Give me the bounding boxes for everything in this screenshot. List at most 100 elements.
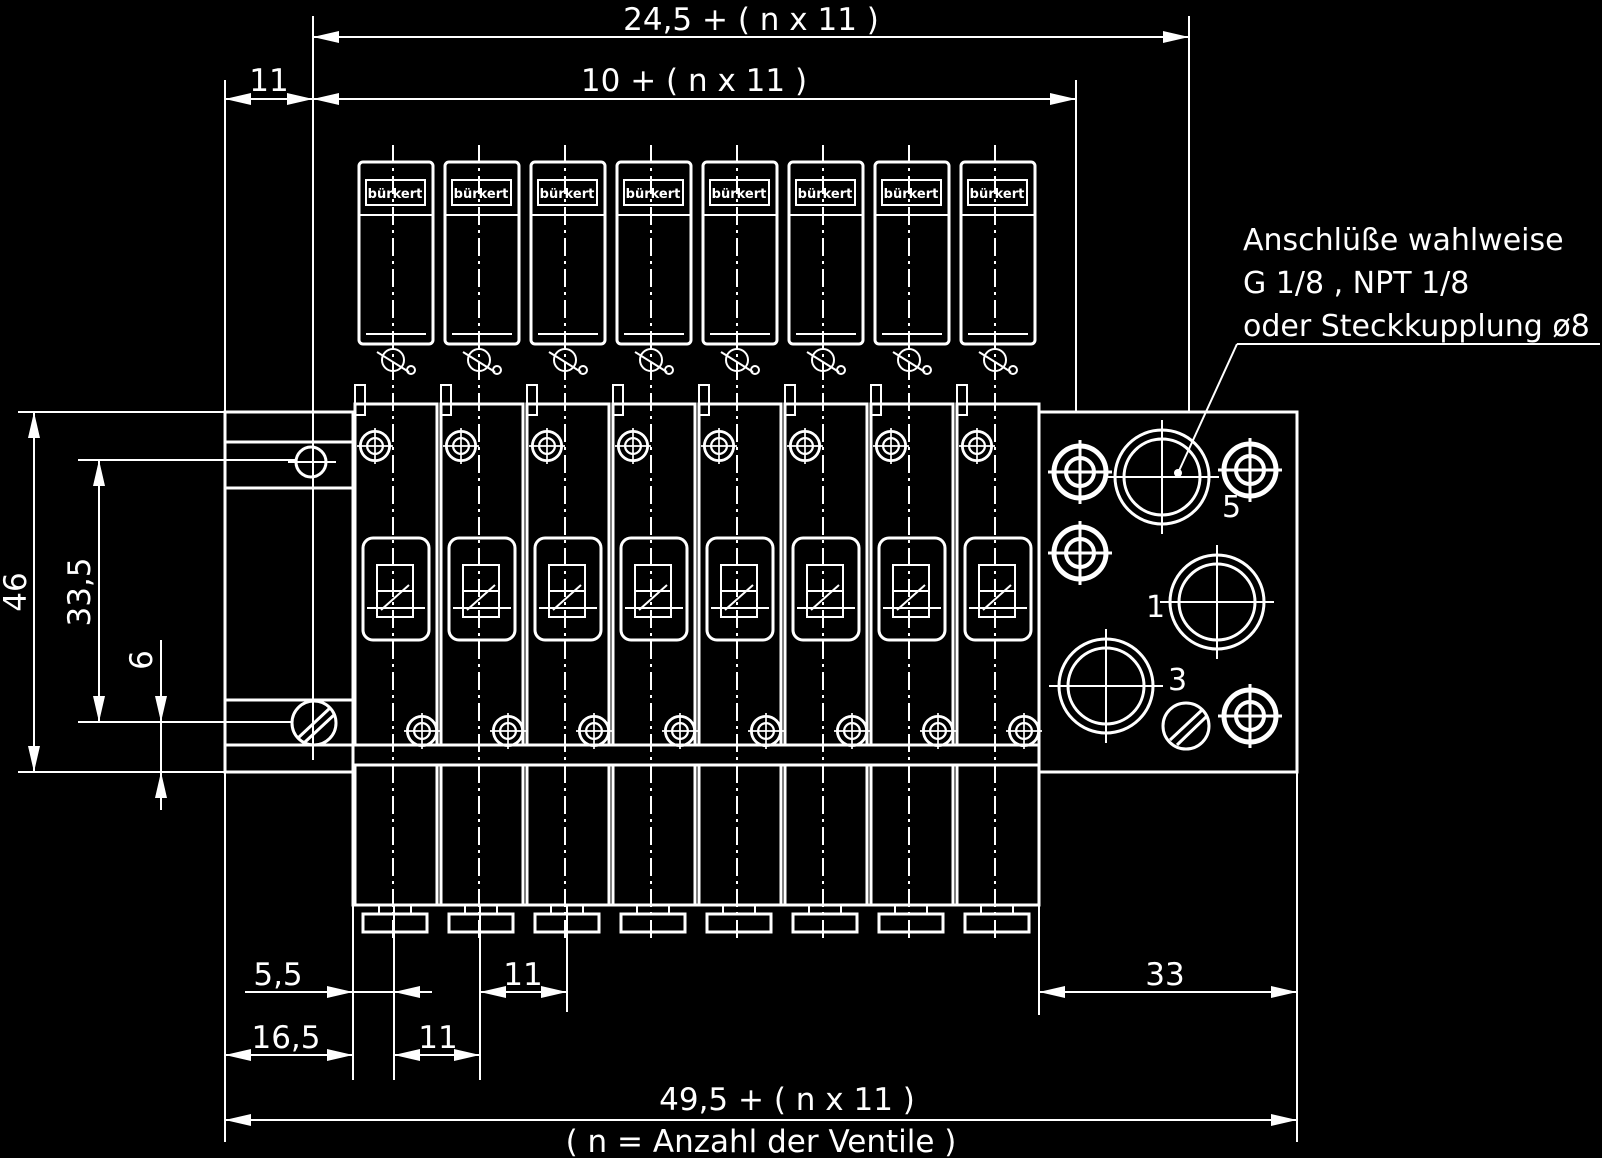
valve-symbol-window <box>361 536 431 642</box>
valve-clip <box>612 384 624 416</box>
bottom-port <box>791 912 859 934</box>
valve-body <box>783 402 869 747</box>
bottom-port <box>963 912 1031 934</box>
brand-label: bürkert <box>970 187 1025 202</box>
dim-left-offset: 11 <box>249 63 288 99</box>
valve-clip <box>956 384 968 416</box>
bottom-port <box>705 912 773 934</box>
valve-coil-housing <box>959 160 1037 346</box>
connection-note: Anschlüße wahlweise G 1/8 , NPT 1/8 oder… <box>1174 223 1600 477</box>
port-label-5: 5 <box>1222 490 1241 525</box>
valve-array: bürkert bürkert bürkert bürkert bürkert bürke… <box>353 145 1042 940</box>
valve-part <box>810 584 840 611</box>
valve-clip <box>354 384 366 416</box>
brand-plate <box>881 179 942 206</box>
dim-note-n: ( n = Anzahl der Ventile ) <box>566 1124 957 1158</box>
brand-plate <box>365 179 426 206</box>
sub-base-segment <box>869 763 955 907</box>
note-line-2: G 1/8 , NPT 1/8 <box>1243 266 1469 301</box>
valve-coil-housing <box>615 160 693 346</box>
screw-icon <box>615 428 651 464</box>
valve-part <box>638 584 668 611</box>
valve-part <box>492 365 502 375</box>
valve-clip <box>698 384 710 416</box>
valve-body <box>611 402 697 747</box>
valve: bürkert <box>697 145 784 940</box>
dimension-lines: 24,5 + ( n x 11 ) 10 + ( n x 11 ) 11 46 … <box>0 2 1297 1158</box>
extension-lines <box>18 16 1298 1142</box>
dim-overall-top: 24,5 + ( n x 11 ) <box>623 2 879 38</box>
brand-plate <box>709 179 770 206</box>
valve-symbol-window <box>791 536 861 642</box>
valve-part <box>380 584 410 611</box>
sub-base-segment <box>955 763 1041 907</box>
sub-base-segment <box>611 763 697 907</box>
valve-body <box>869 402 955 747</box>
valve-part <box>750 365 760 375</box>
dim-pitch-b: 11 <box>418 1020 457 1056</box>
valve-clip <box>440 384 452 416</box>
dim-height-small: 6 <box>124 650 160 670</box>
bottom-port <box>619 912 687 934</box>
screw-icon <box>701 428 737 464</box>
valve-part <box>664 365 674 375</box>
dim-valve-span: 10 + ( n x 11 ) <box>581 63 807 99</box>
valve: bürkert <box>869 145 956 940</box>
valve-clip <box>870 384 882 416</box>
dim-height-total: 46 <box>0 572 34 611</box>
valve-part <box>982 584 1012 611</box>
brand-plate <box>451 179 512 206</box>
brand-label: bürkert <box>626 187 681 202</box>
port-label-3: 3 <box>1168 663 1187 698</box>
valve: bürkert <box>955 145 1042 940</box>
valve: bürkert <box>783 145 870 940</box>
brand-label: bürkert <box>884 187 939 202</box>
brand-label: bürkert <box>712 187 767 202</box>
sub-base-segment <box>353 763 439 907</box>
port-label-1: 1 <box>1146 590 1165 625</box>
valve-clip <box>784 384 796 416</box>
sub-base-segment <box>525 763 611 907</box>
screw-head-icon <box>1161 701 1211 751</box>
brand-plate <box>537 179 598 206</box>
valve: bürkert <box>525 145 612 940</box>
manifold <box>223 410 1299 907</box>
screw-icon <box>357 428 393 464</box>
brand-label: bürkert <box>368 187 423 202</box>
valve: bürkert <box>353 145 440 940</box>
valve-body <box>697 402 783 747</box>
valve-part <box>896 584 926 611</box>
valve-coil-housing <box>701 160 779 346</box>
valve-part <box>466 584 496 611</box>
screw-icon <box>529 428 565 464</box>
brand-plate <box>623 179 684 206</box>
bolt-icon <box>1048 440 1112 504</box>
brand-label: bürkert <box>798 187 853 202</box>
left-end-plate <box>223 410 355 774</box>
valve-symbol-window <box>447 536 517 642</box>
dim-height-hole: 33,5 <box>62 557 98 626</box>
valve-part <box>1008 365 1018 375</box>
sub-base-segment <box>697 763 783 907</box>
valve-clip <box>526 384 538 416</box>
port-3-icon <box>1049 629 1163 743</box>
bolt-icon <box>1218 684 1282 748</box>
brand-plate <box>795 179 856 206</box>
valve-coil-housing <box>357 160 435 346</box>
screw-icon <box>443 428 479 464</box>
valve-symbol-window <box>877 536 947 642</box>
bolt-icon <box>1048 521 1112 585</box>
valve-part <box>922 365 932 375</box>
valve-part <box>836 365 846 375</box>
note-line-3: oder Steckkupplung ø8 <box>1243 309 1590 344</box>
sub-base-segment <box>439 763 525 907</box>
valve-coil-housing <box>873 160 951 346</box>
valve-symbol-window <box>619 536 689 642</box>
port-block: 5 1 3 <box>1048 420 1282 751</box>
dim-16-5: 16,5 <box>251 1020 320 1056</box>
screw-icon <box>873 428 909 464</box>
valve-part <box>578 365 588 375</box>
valve-coil-housing <box>529 160 607 346</box>
bottom-port <box>877 912 945 934</box>
valve-body <box>955 402 1041 747</box>
